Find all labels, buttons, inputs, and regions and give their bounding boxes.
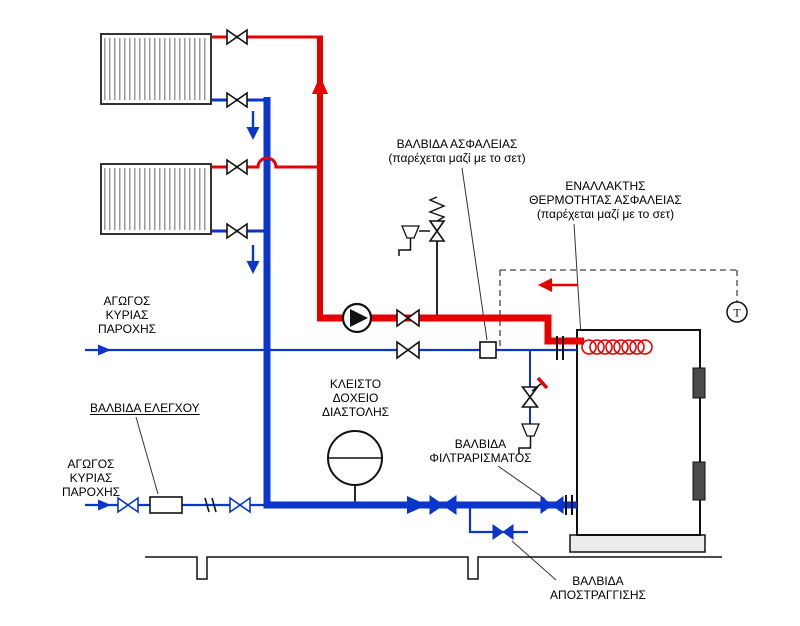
radiator-1-return-valve [226, 91, 248, 109]
label-line: ΔΟΧΕΙΟ [332, 391, 379, 405]
radiator-2-supply-valve [226, 158, 248, 176]
hot-flow-up-arrow [312, 76, 328, 94]
valve-body [520, 386, 540, 408]
boiler-body [576, 329, 701, 536]
radiator-1-supply-valve [226, 28, 248, 46]
label-line: ΠΑΡΟΧΗΣ [97, 322, 157, 336]
label-line: ΒΑΛΒΙΔΑ ΑΣΦΑΛΕΙΑΣ [396, 137, 518, 151]
safety-heat-exchanger-coil [581, 339, 653, 355]
label-main-supply-top: ΑΓΩΓΟΣ ΚΥΡΙΑΣ ΠΑΡΟΧΗΣ [88, 294, 166, 336]
mains-shutoff-valve-1 [117, 496, 139, 514]
drain-branch-pipe [468, 508, 528, 534]
expansion-vessel [327, 430, 383, 486]
label-line: (παρέχεται μαζί με το σετ) [388, 151, 526, 165]
arrow-head [538, 278, 552, 292]
spring-safety-valve [419, 196, 446, 242]
radiator-2-supply-pipe [212, 156, 318, 169]
pump-rotor [350, 309, 368, 327]
funnel-drain [398, 238, 412, 256]
boiler-outflow-arrow [538, 278, 578, 292]
valve-handle [536, 376, 549, 390]
leader-check-valve [135, 416, 159, 495]
label-safety-heat-exchanger: ΕΝΑΛΛΑΚΤΗΣ ΘΕΡΜΟΤΗΤΑΣ ΑΣΦΑΛΕΙΑΣ (παρέχετ… [513, 179, 698, 221]
arrow-head [246, 261, 260, 274]
ground-line [145, 556, 722, 580]
radiator-1 [100, 33, 212, 105]
label-line: ΠΑΡΟΧΗΣ [61, 485, 121, 499]
mains-shutoff-valve-2 [229, 496, 251, 514]
funnel-drain [518, 436, 532, 454]
capillary-dashed-line [499, 269, 738, 348]
discharge-funnel-2 [518, 423, 540, 454]
label-filter-valve: ΒΑΛΒΙΔΑ ΦΙΛΤΡΑΡΙΣΜΑΤΟΣ [413, 437, 548, 465]
mains-flow-arrow-top [98, 344, 111, 356]
label-check-valve: ΒΑΛΒΙΔΑ ΕΛΕΓΧΟΥ [90, 401, 220, 415]
leader-safety-valve [461, 167, 488, 341]
circulation-pump [341, 302, 373, 334]
label-line: ΚΛΕΙΣΤΟ [329, 377, 382, 391]
temperature-sensor: T [726, 301, 748, 323]
boiler-return-valve [429, 495, 457, 515]
label-line: ΔΙΑΣΤΟΛΗΣ [321, 405, 390, 419]
arrow-head [246, 127, 260, 140]
sensor-label: T [733, 306, 741, 320]
label-line: (παρέχεται μαζί με το σετ) [536, 207, 675, 221]
label-line: ΚΥΡΙΑΣ [69, 471, 113, 485]
label-line: ΒΑΛΒΙΔΑ ΕΛΕΓΧΟΥ [90, 401, 200, 415]
valve-stem [531, 382, 543, 392]
label-line: ΕΝΑΛΛΑΚΤΗΣ [565, 179, 646, 193]
radiator-2 [100, 163, 212, 235]
boiler-supply-pipe [317, 314, 584, 345]
leader-filter-valve [497, 465, 546, 500]
label-line: ΚΥΡΙΑΣ [105, 308, 149, 322]
label-line: ΦΙΛΤΡΑΡΙΣΜΑΤΟΣ [429, 451, 532, 465]
label-line: ΑΠΟΣΤΡΑΓΓΙΣΗΣ [550, 588, 646, 602]
leader-drain-valve [511, 540, 557, 581]
discharge-funnel-1 [398, 225, 420, 256]
funnel-cone [521, 423, 540, 437]
valve-body [428, 220, 446, 242]
filter-valve [540, 496, 564, 514]
label-safety-valve: ΒΑΛΒΙΔΑ ΑΣΦΑΛΕΙΑΣ (παρέχεται μαζί με το … [368, 137, 546, 165]
mains-supply-valve [396, 340, 420, 360]
thermal-relief-valve [520, 376, 549, 408]
leader-heat-exchanger [573, 223, 582, 337]
label-line: ΘΕΡΜΟΤΗΤΑΣ ΑΣΦΑΛΕΙΑΣ [529, 193, 682, 207]
boiler-supply-valve [396, 308, 420, 328]
valve-spring [428, 196, 446, 222]
label-line: ΑΓΩΓΟΣ [67, 457, 115, 471]
label-main-supply-bottom: ΑΓΩΓΟΣ ΚΥΡΙΑΣ ΠΑΡΟΧΗΣ [52, 457, 130, 499]
sensor-bulb [726, 301, 748, 323]
boiler-flange-top [556, 336, 564, 360]
label-line: ΑΓΩΓΟΣ [103, 294, 151, 308]
check-valve-body [149, 496, 183, 514]
boiler [569, 329, 706, 553]
return-flow-arrow [407, 496, 427, 514]
funnel-cone [401, 225, 420, 239]
radiator-2-return-valve [226, 222, 248, 240]
drain-valve [492, 524, 514, 540]
safety-valve-body [479, 341, 497, 359]
cold-flow-down-arrow-1 [246, 111, 260, 140]
boiler-hinge-top [692, 367, 706, 399]
boiler-base [569, 534, 706, 553]
label-drain-valve: ΒΑΛΒΙΔΑ ΑΠΟΣΤΡΑΓΓΙΣΗΣ [533, 574, 663, 602]
cold-flow-down-arrow-2 [246, 245, 260, 274]
boiler-hinge-bottom [692, 461, 706, 501]
label-expansion-vessel: ΚΛΕΙΣΤΟ ΔΟΧΕΙΟ ΔΙΑΣΤΟΛΗΣ [313, 377, 398, 419]
label-line: ΒΑΛΒΙΔΑ [454, 437, 507, 451]
boiler-flange-bottom [565, 495, 573, 515]
mains-flow-arrow-bottom [98, 499, 111, 511]
union-fitting [204, 497, 217, 513]
label-line: ΒΑΛΒΙΔΑ [572, 574, 624, 588]
